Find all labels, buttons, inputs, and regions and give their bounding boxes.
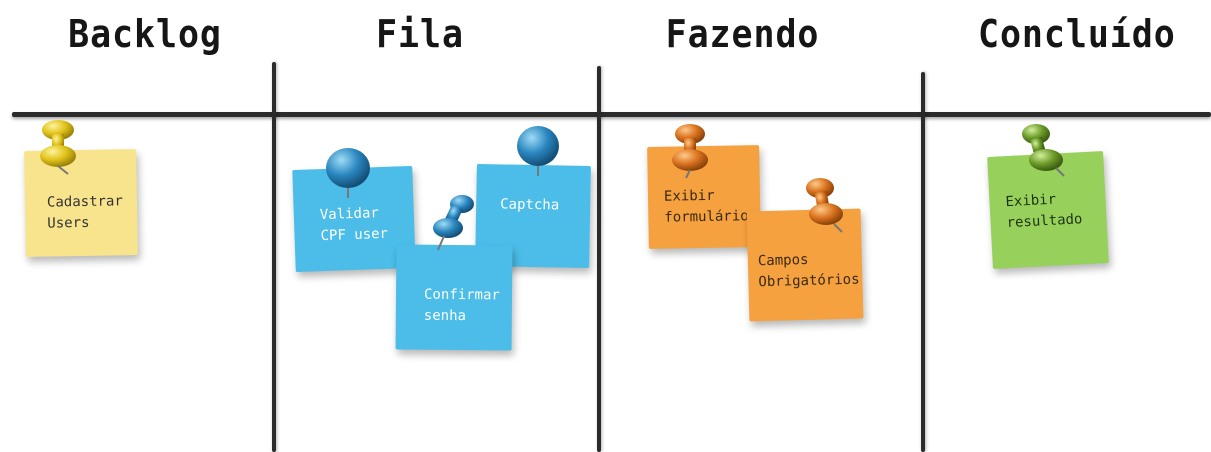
pushpin-blue-icon [326, 148, 370, 198]
pushpin-yellow-icon [40, 120, 76, 175]
pushpin-orange-icon [806, 178, 843, 233]
note-text: Validar CPF user [319, 205, 389, 245]
pushpin-blue-icon [433, 195, 474, 251]
note-text: Exibir resultado [1005, 191, 1083, 232]
note-text: Confirmar senha [423, 286, 500, 325]
note-text: Exibir formulário [663, 187, 749, 226]
header-divider-line [12, 112, 1211, 117]
column-title-fazendo: Fazendo [665, 12, 820, 56]
pushpin-blue-icon [517, 126, 559, 176]
sticky-note-confirmar-senha[interactable]: Confirmar senha [395, 244, 513, 351]
column-title-fila: Fila [376, 12, 464, 56]
note-text: Campos Obrigatórios [757, 251, 860, 291]
column-divider-2 [597, 66, 601, 452]
pushpin-orange-icon [672, 124, 708, 179]
column-title-concluido: Concluído [978, 12, 1176, 56]
column-title-backlog: Backlog [68, 12, 222, 56]
column-divider-3 [921, 72, 925, 452]
pushpin-green-icon [1022, 124, 1065, 177]
note-text: Cadastrar Users [46, 193, 123, 232]
column-divider-1 [272, 62, 276, 452]
note-text: Captcha [500, 196, 560, 214]
